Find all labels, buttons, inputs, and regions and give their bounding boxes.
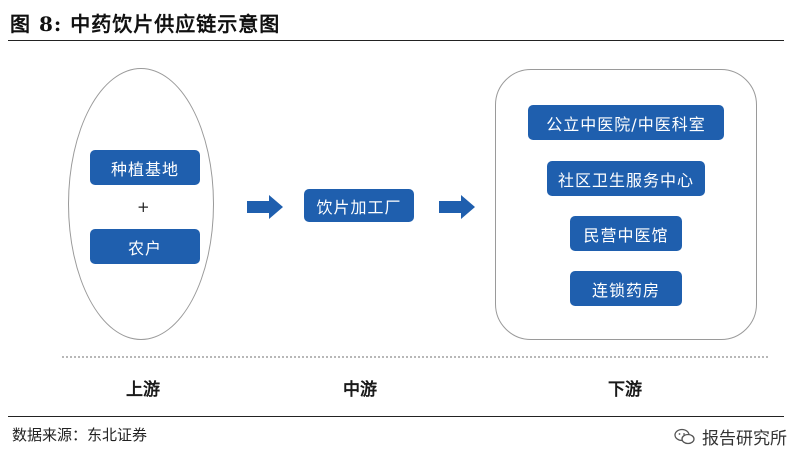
midstream-node-processing-plant: 饮片加工厂 xyxy=(304,189,414,222)
stage-label-midstream: 中游 xyxy=(343,380,377,400)
stage-label-upstream: 上游 xyxy=(126,380,160,400)
watermark: 报告研究所 xyxy=(674,424,787,449)
watermark-text: 报告研究所 xyxy=(702,429,787,449)
downstream-node-private-tcm-clinic: 民营中医馆 xyxy=(570,216,682,251)
wechat-icon xyxy=(674,428,695,444)
downstream-group-outline xyxy=(495,69,757,340)
upstream-node-farmers: 农户 xyxy=(90,229,200,264)
upstream-group-outline xyxy=(68,68,214,340)
footer-divider xyxy=(8,416,784,417)
arrow-midstream-to-downstream xyxy=(439,195,475,219)
source-note: 数据来源：东北证券 xyxy=(12,426,148,444)
downstream-node-chain-pharmacy: 连锁药房 xyxy=(570,271,682,306)
figure-title: 图 8: 中药饮片供应链示意图 xyxy=(10,12,281,36)
stage-label-downstream: 下游 xyxy=(608,380,642,400)
upstream-node-planting-base: 种植基地 xyxy=(90,150,200,185)
title-divider xyxy=(8,40,784,41)
downstream-node-community-health-center: 社区卫生服务中心 xyxy=(547,161,705,196)
stage-divider xyxy=(62,356,768,358)
upstream-plus-sign: + xyxy=(137,198,150,216)
downstream-node-public-tcm-hospital: 公立中医院/中医科室 xyxy=(528,105,724,140)
arrow-upstream-to-midstream xyxy=(247,195,283,219)
